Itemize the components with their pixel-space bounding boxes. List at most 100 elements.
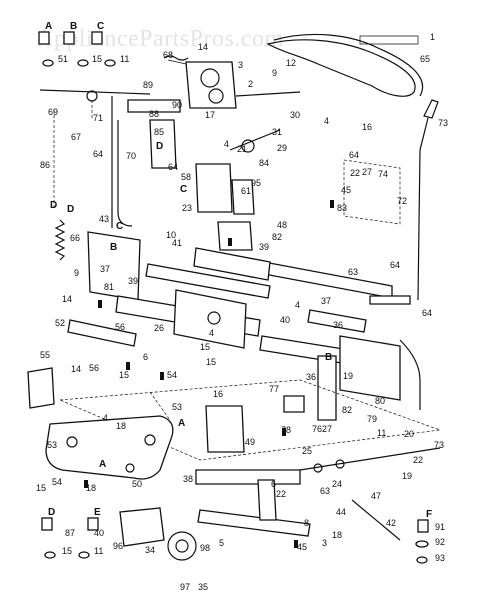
callout-84: 84	[259, 158, 269, 168]
callout-26: 26	[154, 323, 164, 333]
callout-19: 19	[343, 371, 353, 381]
callout-e: E	[94, 507, 101, 518]
callout-37: 37	[321, 296, 331, 306]
callout-43: 43	[99, 214, 109, 224]
throttle-cable	[417, 99, 439, 301]
callout-80: 80	[375, 396, 385, 406]
callout-29: 29	[277, 143, 287, 153]
callout-87: 87	[65, 528, 75, 538]
callout-82: 82	[272, 232, 282, 242]
callout-4: 4	[324, 116, 329, 126]
callout-82: 82	[342, 405, 352, 415]
callout-51: 51	[58, 54, 68, 64]
callout-12: 12	[286, 58, 296, 68]
callout-5: 5	[219, 538, 224, 548]
callout-d: D	[156, 141, 163, 152]
callout-67: 67	[71, 132, 81, 142]
callout-65: 65	[420, 54, 430, 64]
callout-22: 22	[276, 489, 286, 499]
callout-41: 41	[172, 238, 182, 248]
callout-3: 3	[238, 60, 243, 70]
callout-64: 64	[93, 149, 103, 159]
callout-98: 98	[200, 543, 210, 553]
callout-49: 49	[245, 437, 255, 447]
callout-1: 1	[430, 32, 435, 42]
callout-97: 97	[180, 582, 190, 592]
callout-21: 21	[237, 144, 247, 154]
control-panel-outline	[343, 159, 401, 225]
callout-c: C	[97, 21, 104, 32]
right-side-rail	[259, 309, 401, 421]
callout-78: 78	[281, 425, 291, 435]
callout-64: 64	[349, 150, 359, 160]
callout-b: B	[325, 352, 332, 363]
control-rod	[235, 91, 301, 97]
callout-77: 77	[269, 384, 279, 394]
pulley-wheel	[119, 507, 197, 561]
callout-53: 53	[172, 402, 182, 412]
callout-68: 68	[163, 50, 173, 60]
callout-93: 93	[435, 553, 445, 563]
callout-45: 45	[297, 542, 307, 552]
axle-shaft	[299, 447, 441, 541]
callout-63: 63	[320, 486, 330, 496]
callout-54: 54	[167, 370, 177, 380]
callout-37: 37	[100, 264, 110, 274]
callout-70: 70	[126, 151, 136, 161]
callout-52: 52	[55, 318, 65, 328]
callout-27: 27	[362, 167, 372, 177]
callout-c: C	[180, 184, 187, 195]
callout-b: B	[70, 21, 77, 32]
callout-39: 39	[128, 276, 138, 286]
frame-crossbar	[263, 261, 411, 305]
upper-bracket	[111, 96, 181, 228]
callout-64: 64	[390, 260, 400, 270]
callout-b: B	[110, 242, 117, 253]
callout-81: 81	[104, 282, 114, 292]
callout-c: C	[116, 221, 123, 232]
callout-71: 71	[93, 113, 103, 123]
callout-3: 3	[322, 538, 327, 548]
callout-9: 9	[272, 68, 277, 78]
callout-15: 15	[92, 54, 102, 64]
wheel-support-plate	[45, 415, 174, 480]
callout-64: 64	[422, 308, 432, 318]
callout-4: 4	[103, 413, 108, 423]
callout-72: 72	[397, 196, 407, 206]
legend-fasteners	[38, 31, 429, 564]
callout-73: 73	[434, 440, 444, 450]
callout-4: 4	[209, 328, 214, 338]
callout-d: D	[48, 507, 55, 518]
callout-a: A	[99, 459, 106, 470]
callout-40: 40	[280, 315, 290, 325]
callout-22: 22	[350, 168, 360, 178]
callout-11: 11	[377, 428, 386, 438]
callout-10: 10	[166, 230, 176, 240]
callout-a: A	[45, 21, 52, 32]
callout-18: 18	[86, 483, 96, 493]
lift-rod	[39, 89, 151, 118]
callout-23: 23	[182, 203, 192, 213]
callout-50: 50	[132, 479, 142, 489]
callout-88: 88	[149, 109, 159, 119]
callout-11: 11	[94, 546, 103, 556]
callout-42: 42	[386, 518, 396, 528]
callout-19: 19	[402, 471, 412, 481]
callout-54: 54	[52, 477, 62, 487]
pulley-bracket-assembly	[163, 55, 237, 109]
bottom-frame	[195, 469, 311, 537]
callout-34: 34	[145, 545, 155, 555]
callout-61: 61	[241, 186, 251, 196]
callout-40: 40	[94, 528, 104, 538]
callout-86: 86	[40, 160, 50, 170]
watermark-text: AppliancePartsPros.com	[36, 26, 284, 52]
center-bracket	[205, 405, 245, 453]
callout-35: 35	[198, 582, 208, 592]
callout-91: 91	[435, 522, 445, 532]
callout-79: 79	[367, 414, 377, 424]
callout-47: 47	[371, 491, 381, 501]
pivot-bracket-assembly	[195, 129, 281, 251]
callout-14: 14	[62, 294, 72, 304]
callout-36: 36	[333, 320, 343, 330]
callout-f: F	[426, 509, 432, 520]
